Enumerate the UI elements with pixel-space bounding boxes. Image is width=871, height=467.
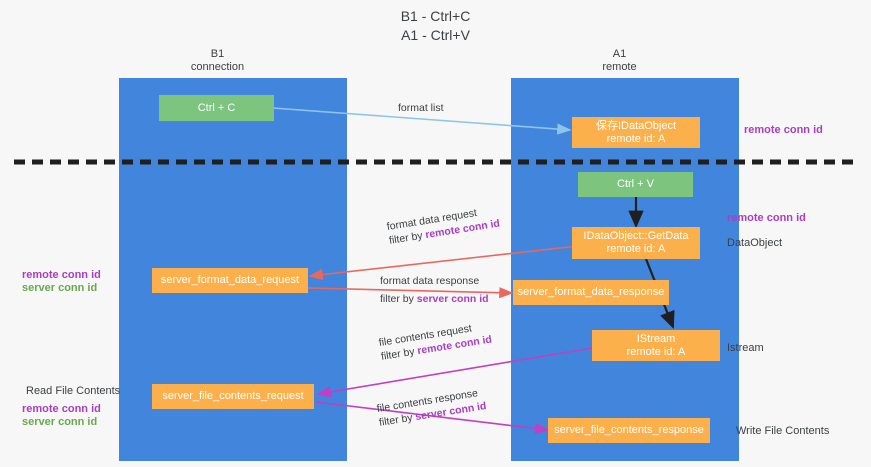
flow-filter-prefix-2: filter by	[380, 293, 417, 305]
arrow-format-data-request	[308, 245, 579, 281]
arrow-format-data-response	[307, 287, 514, 299]
right-label-istream: Istream	[727, 342, 764, 354]
box-istream[interactable]: IStream remote id: A	[592, 330, 720, 361]
box-idataobject-getdata-line1: IDataObject::GetData	[583, 230, 689, 242]
box-ctrl-v[interactable]: Ctrl + V	[578, 172, 693, 197]
arrow-file-contents-response	[315, 401, 550, 435]
left-label-server-conn-id-bottom: server conn id	[22, 416, 98, 428]
box-idataobject-getdata-line2: remote id: A	[606, 243, 666, 255]
title-line-2: A1 - Ctrl+V	[401, 27, 470, 43]
box-server-file-contents-request[interactable]: server_file_contents_request	[152, 384, 314, 409]
box-server-format-data-response[interactable]: server_format_data_response	[513, 280, 669, 305]
right-label-write-file-contents: Write File Contents	[736, 425, 830, 437]
left-label-remote-conn-id-bottom: remote conn id	[22, 403, 101, 415]
left-label-read-file-contents: Read File Contents	[26, 385, 121, 397]
right-label-remote-conn-id-mid: remote conn id	[727, 212, 806, 224]
column-header-a1-name: A1	[612, 48, 627, 60]
flow-label-format-data-response: format data response filter by server co…	[380, 274, 489, 306]
title-line-1: B1 - Ctrl+C	[400, 8, 471, 24]
box-istream-line2: remote id: A	[626, 345, 686, 358]
arrow-format-list	[272, 107, 572, 135]
box-save-idataobject-line1: 保存IDataObject	[595, 119, 677, 132]
flow-label-format-data-response-line1: format data response	[380, 275, 480, 287]
page-title: B1 - Ctrl+C A1 - Ctrl+V	[0, 7, 871, 45]
box-save-idataobject-line2: remote id: A	[606, 132, 666, 145]
box-server-format-data-request[interactable]: server_format_data_request	[152, 268, 308, 293]
flow-filter-key-server-conn-id: server conn id	[416, 293, 489, 305]
column-header-a1: A1 remote	[557, 48, 682, 74]
arrow-file-contents-request	[316, 347, 593, 398]
column-header-b1-name: B1	[210, 48, 225, 60]
flow-label-format-data-response-line2: filter by server conn id	[380, 292, 489, 306]
column-header-b1-role: connection	[190, 61, 245, 73]
right-label-dataobject: DataObject	[727, 237, 783, 249]
flow-label-format-list: format list	[398, 102, 444, 114]
right-label-remote-conn-id-top: remote conn id	[744, 124, 823, 136]
box-server-file-contents-response[interactable]: server_file_contents_response	[548, 418, 710, 443]
box-idataobject-getdata[interactable]: IDataObject::GetData remote id: A	[572, 227, 700, 259]
box-ctrl-c[interactable]: Ctrl + C	[159, 95, 274, 121]
column-header-b1: B1 connection	[155, 48, 280, 74]
column-header-a1-role: remote	[602, 61, 637, 73]
box-istream-line1: IStream	[636, 332, 676, 345]
box-save-idataobject[interactable]: 保存IDataObject remote id: A	[572, 117, 700, 148]
left-label-server-conn-id-mid: server conn id	[22, 282, 98, 294]
left-label-remote-conn-id-mid: remote conn id	[22, 269, 101, 281]
